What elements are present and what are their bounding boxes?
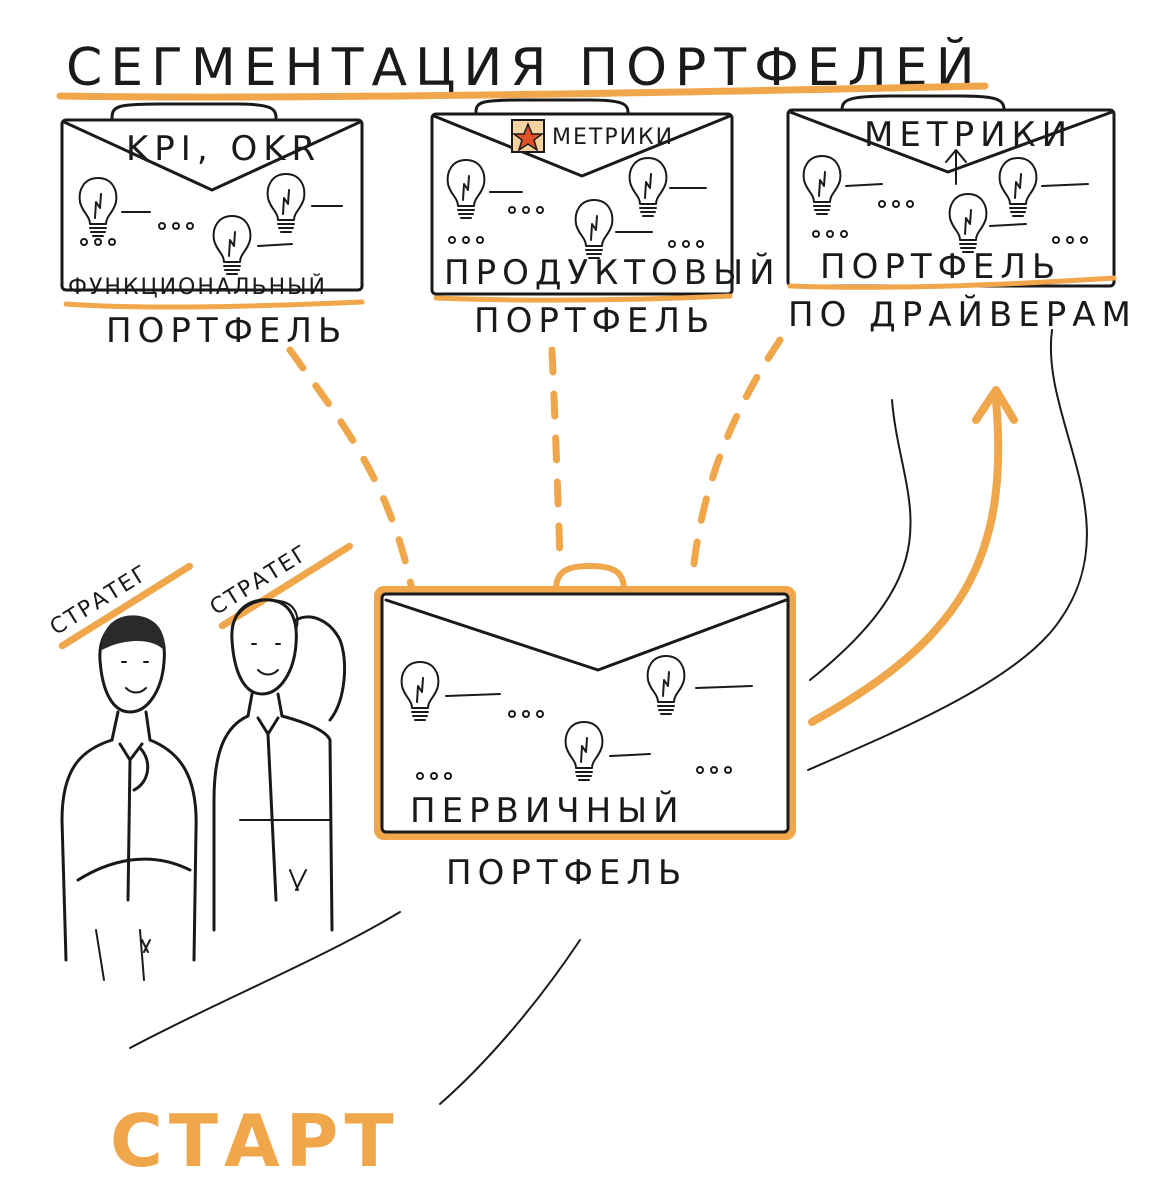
lightbulb-icon <box>400 661 440 721</box>
functional-top-label: KPI, OKR <box>126 129 321 169</box>
person-figure <box>212 598 347 932</box>
connector-functional <box>286 346 416 594</box>
lightbulb-icon <box>646 655 686 715</box>
connector-product <box>548 346 564 564</box>
lightbulb-icon <box>446 159 486 219</box>
dots-icon <box>696 766 732 774</box>
drivers-top-label: МЕТРИКИ <box>864 115 1073 155</box>
lightbulb-icon <box>564 721 604 781</box>
drivers-caption: ПО ДРАЙВЕРАМ <box>788 294 1137 335</box>
arrow-up-icon <box>945 149 967 185</box>
start-path-line-left <box>129 911 401 1049</box>
page-title: СЕГМЕНТАЦИЯ ПОРТФЕЛЕЙ <box>56 37 989 101</box>
dots-icon <box>668 240 704 248</box>
dots-icon <box>508 710 544 718</box>
lightbulb-icon <box>266 173 306 233</box>
product-caption: ПОРТФЕЛЬ <box>474 301 715 341</box>
dots-icon <box>878 200 914 208</box>
product-portfolio: МЕТРИКИ ПРОДУКТОВЫЙ ПОРТФЕЛЬ <box>430 98 781 341</box>
star-icon <box>511 119 545 153</box>
strategist-right: СТРАТЕГ <box>206 540 354 932</box>
primary-bottom-label: ПЕРВИЧНЫЙ <box>410 790 685 831</box>
briefcase-icon <box>374 563 796 840</box>
primary-caption: ПОРТФЕЛЬ <box>446 853 687 893</box>
drivers-portfolio: МЕТРИКИ ПОРТФЕЛЬ ПО ДРАЙВЕРАМ <box>786 94 1137 335</box>
dots-icon <box>1052 236 1088 244</box>
lightbulb-icon <box>948 193 988 253</box>
dots-icon <box>416 772 452 780</box>
briefcase-icon <box>60 102 365 310</box>
drivers-bottom-label: ПОРТФЕЛЬ <box>820 247 1061 287</box>
primary-portfolio: ПЕРВИЧНЫЙ ПОРТФЕЛЬ <box>374 563 796 893</box>
start-path-line-right <box>439 939 581 1105</box>
functional-caption: ПОРТФЕЛЬ <box>106 311 347 351</box>
arrow-up-icon <box>972 386 1018 424</box>
functional-portfolio: KPI, OKR ФУНКЦИОНАЛЬНЫЙ ПОРТФЕЛЬ <box>60 102 365 351</box>
start-label: СТАРТ <box>110 1099 400 1183</box>
dots-icon <box>812 230 848 238</box>
functional-bottom-label: ФУНКЦИОНАЛЬНЫЙ <box>68 274 327 300</box>
flow-arrow-orange <box>808 396 1003 726</box>
title-underline <box>56 82 989 101</box>
start-path: СТАРТ <box>110 911 581 1183</box>
lightbulb-icon <box>78 177 118 237</box>
dots-icon <box>508 206 544 214</box>
dots-icon <box>448 236 484 244</box>
briefcase-icon <box>786 94 1117 290</box>
lightbulb-icon <box>212 215 252 275</box>
lightbulb-icon <box>574 199 614 259</box>
person-figure <box>60 615 198 981</box>
dots-icon <box>80 238 116 246</box>
connectors <box>286 336 784 594</box>
product-top-label: МЕТРИКИ <box>552 125 674 150</box>
dots-icon <box>158 222 194 230</box>
product-bottom-label: ПРОДУКТОВЫЙ <box>444 252 781 293</box>
lightbulb-icon <box>998 157 1038 217</box>
lightbulb-icon <box>802 155 842 215</box>
flow-line-left <box>809 399 912 681</box>
flow-lines <box>807 329 1088 771</box>
strategist-left: СТРАТЕГ <box>46 560 198 981</box>
briefcase-icon <box>430 98 734 303</box>
lightbulb-icon <box>628 157 668 217</box>
flow-line-right <box>807 329 1088 771</box>
connector-drivers <box>688 336 784 588</box>
